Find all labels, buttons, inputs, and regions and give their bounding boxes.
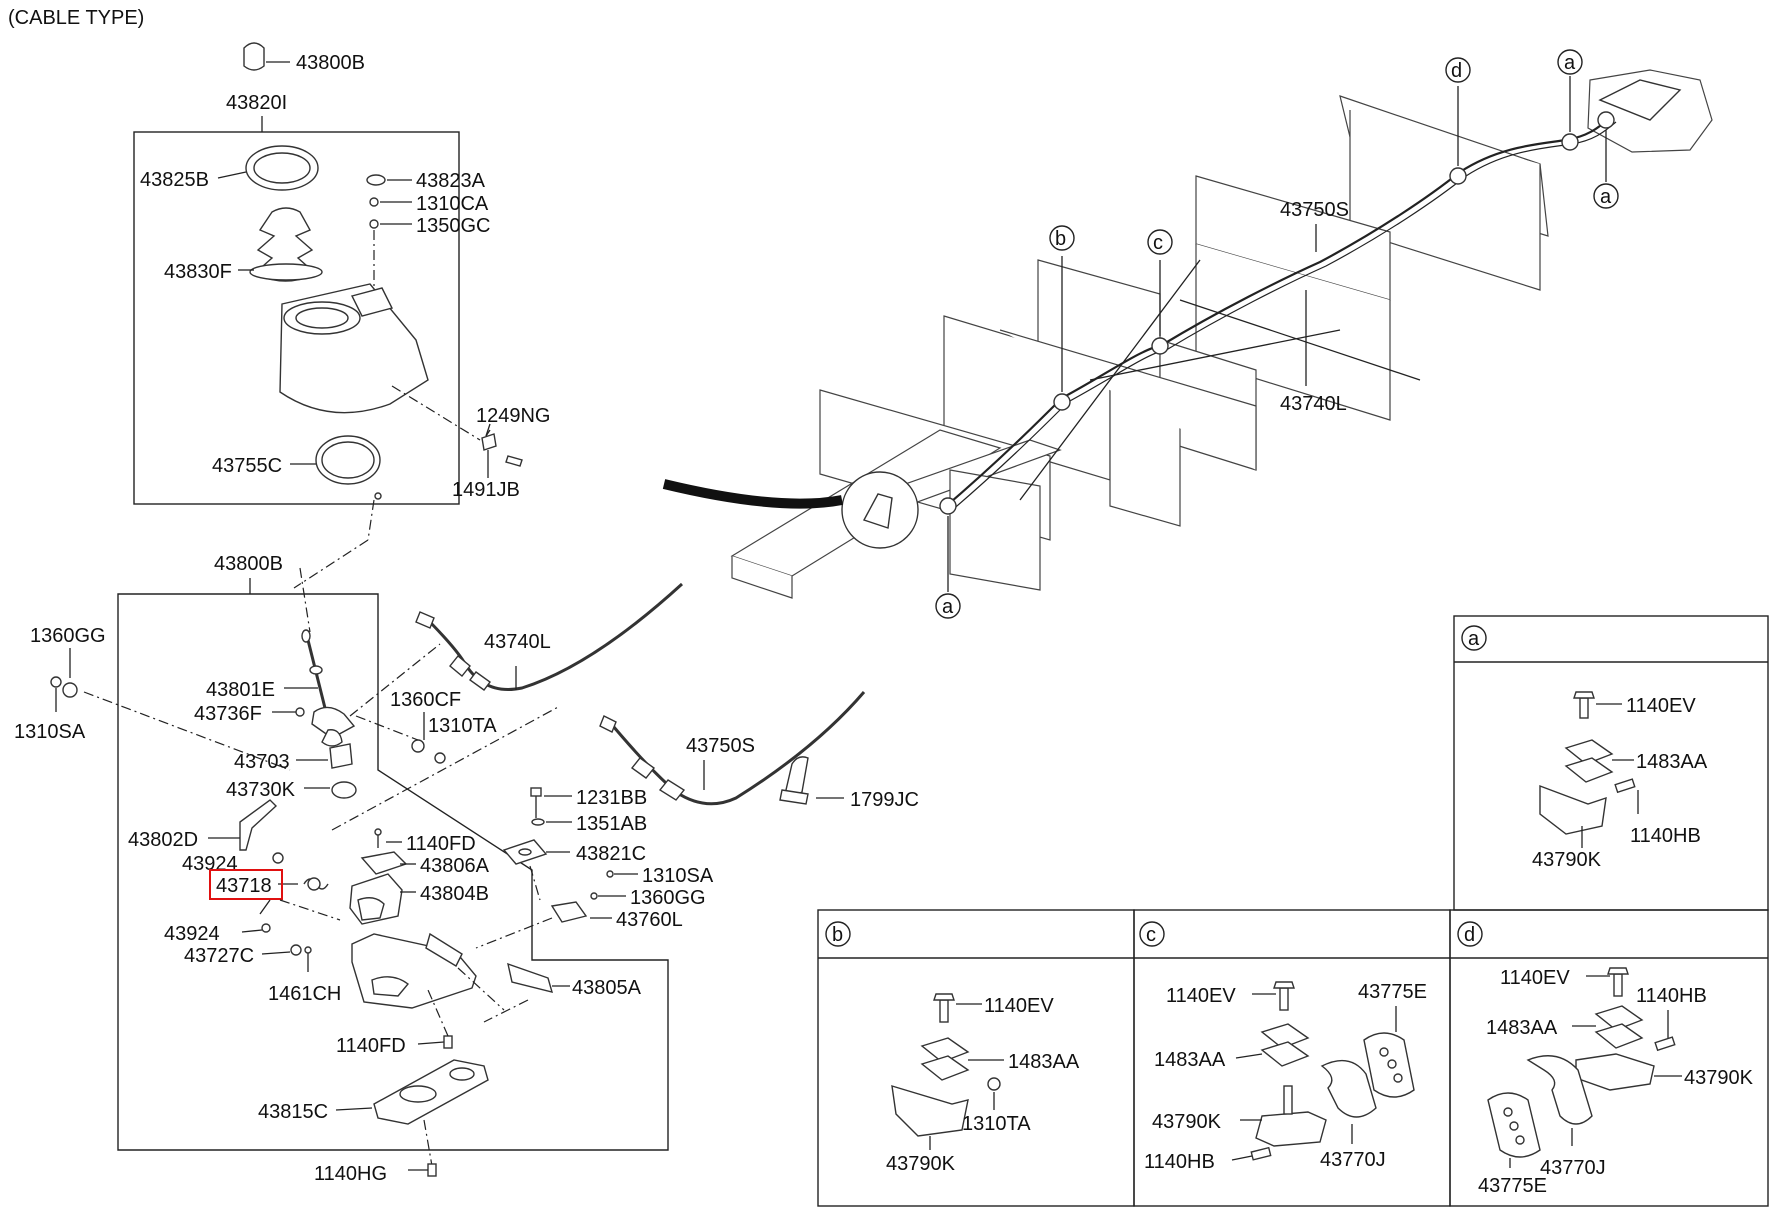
callout-c[interactable] [1147, 229, 1173, 255]
detail-a-letter: a [1468, 628, 1480, 650]
label-43760L[interactable]: 43760L [616, 909, 683, 931]
label-1360CF[interactable]: 1360CF [390, 689, 461, 711]
label-43730K[interactable]: 43730K [226, 779, 296, 801]
detail-d-1140HB[interactable]: 1140HB [1636, 985, 1707, 1007]
label-43805A[interactable]: 43805A [572, 977, 642, 999]
label-43820I[interactable]: 43820I [226, 92, 287, 114]
knob-assembly-box [133, 131, 460, 505]
detail-a-43790K[interactable]: 43790K [1532, 849, 1602, 871]
callout-b[interactable] [1049, 225, 1075, 251]
label-43815C[interactable]: 43815C [258, 1101, 328, 1123]
detail-c-43770J[interactable]: 43770J [1320, 1149, 1386, 1171]
cable-group: 43740L 43750S 1799JC [331, 582, 919, 831]
detail-d-43770J[interactable]: 43770J [1540, 1157, 1606, 1179]
highlight-43718 [209, 869, 283, 900]
shifter-assembly-box [117, 593, 669, 1151]
label-43830F[interactable]: 43830F [164, 261, 232, 283]
frame-group: 43750S 43740L [662, 69, 1713, 599]
label-1140HG[interactable]: 1140HG [314, 1163, 387, 1185]
label-43718[interactable]: 43718 [216, 875, 272, 897]
detail-d-43775E[interactable]: 43775E [1478, 1175, 1547, 1197]
label-43755C[interactable]: 43755C [212, 455, 282, 477]
callout-a-bottom-text: a [942, 596, 954, 618]
detail-c-panel: c 1140EV 43775E 1483AA 43790K 1140HB 437… [1133, 909, 1451, 1207]
label-1491JB[interactable]: 1491JB [452, 479, 520, 501]
shifter-group: 43800B 1360GG 1310SA 43801E 43736F 1360C… [14, 553, 714, 1185]
label-43703[interactable]: 43703 [234, 751, 290, 773]
label-43802D[interactable]: 43802D [128, 829, 198, 851]
label-1310SA-right[interactable]: 1310SA [642, 865, 714, 887]
diagram-header: (CABLE TYPE) [8, 7, 144, 29]
label-1140FD-bot[interactable]: 1140FD [336, 1035, 406, 1057]
detail-b-letter: b [832, 924, 843, 946]
label-43825B[interactable]: 43825B [140, 169, 209, 191]
label-43924-bot[interactable]: 43924 [164, 923, 220, 945]
detail-d-panel: d 1140EV 1140HB 1483AA 43790K 43770J 437… [1449, 909, 1769, 1207]
label-1360GG-right[interactable]: 1360GG [630, 887, 706, 909]
detail-a-1483AA[interactable]: 1483AA [1636, 751, 1708, 773]
callout-a-top-text: a [1564, 52, 1576, 74]
label-1140FD-top[interactable]: 1140FD [406, 833, 476, 855]
callout-group: b c d a a a [935, 49, 1619, 619]
callout-a-bottom[interactable] [935, 593, 961, 619]
detail-c-letter: c [1146, 924, 1156, 946]
callout-a-top[interactable] [1557, 49, 1583, 75]
detail-a-panel: a 1140EV 1483AA 1140HB 43790K [1453, 615, 1769, 911]
label-43800B-top[interactable]: 43800B [296, 52, 365, 74]
label-43801E[interactable]: 43801E [206, 679, 275, 701]
detail-d-43790K[interactable]: 43790K [1684, 1067, 1754, 1089]
label-43804B[interactable]: 43804B [420, 883, 489, 905]
detail-c-43775E[interactable]: 43775E [1358, 981, 1427, 1003]
label-1310CA[interactable]: 1310CA [416, 193, 489, 215]
callout-a-right[interactable] [1593, 183, 1619, 209]
detail-b-1140EV[interactable]: 1140EV [984, 995, 1054, 1017]
detail-d-letter: d [1464, 924, 1475, 946]
detail-b-1310TA[interactable]: 1310TA [962, 1113, 1031, 1135]
label-43800B-mid[interactable]: 43800B [214, 553, 283, 575]
label-43736F[interactable]: 43736F [194, 703, 262, 725]
callout-c-text: c [1153, 232, 1163, 254]
callout-a-right-text: a [1600, 186, 1612, 208]
label-43750S-cable[interactable]: 43750S [686, 735, 755, 757]
label-1799JC[interactable]: 1799JC [850, 789, 919, 811]
label-43806A[interactable]: 43806A [420, 855, 490, 877]
label-1461CH[interactable]: 1461CH [268, 983, 341, 1005]
callout-d-text: d [1451, 60, 1462, 82]
detail-c-1140EV[interactable]: 1140EV [1166, 985, 1236, 1007]
detail-d-1140EV[interactable]: 1140EV [1500, 967, 1570, 989]
label-1310SA-left[interactable]: 1310SA [14, 721, 86, 743]
detail-a-1140HB[interactable]: 1140HB [1630, 825, 1701, 847]
detail-c-43790K[interactable]: 43790K [1152, 1111, 1222, 1133]
detail-a-1140EV[interactable]: 1140EV [1626, 695, 1696, 717]
label-1310TA[interactable]: 1310TA [428, 715, 497, 737]
detail-b-43790K[interactable]: 43790K [886, 1153, 956, 1175]
detail-c-1140HB[interactable]: 1140HB [1144, 1151, 1215, 1173]
detail-b-1483AA[interactable]: 1483AA [1008, 1051, 1080, 1073]
callout-d[interactable] [1445, 57, 1471, 83]
label-1231BB[interactable]: 1231BB [576, 787, 647, 809]
knob-group: 43800B 43820I 43825B 43823A 1310CA 1350G… [133, 42, 551, 589]
label-43740L-frame[interactable]: 43740L [1280, 393, 1347, 415]
callout-b-text: b [1055, 228, 1066, 250]
label-43727C[interactable]: 43727C [184, 945, 254, 967]
detail-c-1483AA[interactable]: 1483AA [1154, 1049, 1226, 1071]
detail-d-1483AA[interactable]: 1483AA [1486, 1017, 1558, 1039]
label-43821C[interactable]: 43821C [576, 843, 646, 865]
detail-b-panel: b 1140EV 1483AA 1310TA 43790K [817, 909, 1135, 1207]
label-43750S-frame[interactable]: 43750S [1280, 199, 1349, 221]
label-43740L-cable[interactable]: 43740L [484, 631, 551, 653]
label-1360GG-left[interactable]: 1360GG [30, 625, 106, 647]
label-43823A[interactable]: 43823A [416, 170, 486, 192]
label-1351AB[interactable]: 1351AB [576, 813, 647, 835]
label-1249NG[interactable]: 1249NG [476, 405, 551, 427]
label-1350GC[interactable]: 1350GC [416, 215, 491, 237]
